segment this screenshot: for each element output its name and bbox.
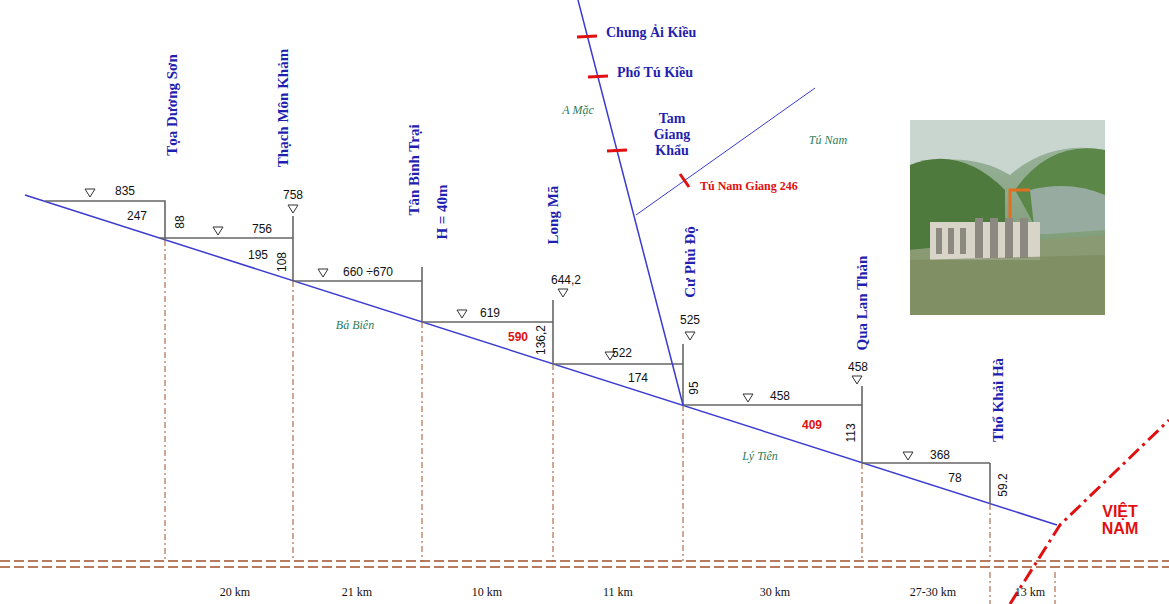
- tributary: [578, 0, 683, 405]
- water-level: 660 ÷670: [343, 265, 393, 279]
- water-level: 458: [770, 389, 790, 403]
- distance: 27-30 km: [910, 585, 956, 600]
- station-name: Long Mã: [545, 186, 562, 245]
- river-name: A Mặc: [560, 103, 596, 118]
- distance: 11 km: [603, 585, 633, 600]
- distance: 10 km: [472, 585, 502, 600]
- water-level: 756: [252, 222, 272, 236]
- tributary-station: Tam Giang Khẩu: [642, 111, 702, 159]
- distance: 30 km: [760, 585, 790, 600]
- river-name: Bả Biên: [336, 318, 374, 333]
- head-value: 59.2: [996, 473, 1010, 496]
- head-value: 113: [844, 423, 858, 442]
- border-line: [1010, 420, 1169, 604]
- reservoir-length: 247: [127, 209, 147, 223]
- head-value: 88: [173, 215, 187, 228]
- station-name: Cư Phủ Độ: [682, 226, 699, 298]
- distance: 21 km: [342, 585, 372, 600]
- country-name: VIỆT NAM: [1094, 504, 1146, 538]
- river-bed: [25, 195, 1057, 525]
- water-level: 619: [480, 306, 500, 320]
- tributary-station: Phổ Tú Kiều: [617, 65, 693, 81]
- distance: 20 km: [220, 585, 250, 600]
- dams: [45, 201, 990, 504]
- water-level: 835: [115, 184, 135, 198]
- reservoir-length: 590: [508, 330, 528, 344]
- water-level: 758: [283, 188, 303, 202]
- station-name: Thổ Khải Hà: [990, 358, 1007, 442]
- tributary-station: Tú Nam Giang 246: [700, 179, 798, 194]
- station-name: Tọa Dương Sơn: [164, 54, 181, 155]
- station-name: Thạch Môn Khảm: [275, 49, 292, 167]
- water-level: 522: [612, 346, 632, 360]
- water-level: 368: [930, 448, 950, 462]
- baseline: [0, 561, 1169, 567]
- water-level: 458: [848, 360, 868, 374]
- reservoir-length: 78: [948, 471, 961, 485]
- reservoir-length: 174: [628, 371, 648, 385]
- river-name: Lý Tiên: [742, 449, 778, 464]
- tributary-station: Chung Ải Kiều: [606, 25, 696, 41]
- dam-photo: [910, 120, 1105, 315]
- reservoir-length: 195: [248, 248, 268, 262]
- station-name: Tân Bình Trại: [406, 124, 423, 215]
- water-level: 644,2: [551, 273, 581, 287]
- water-level-marks: [85, 189, 913, 460]
- head-value: 108: [275, 252, 289, 272]
- head-value: 136,2: [534, 325, 548, 355]
- head-value: 95: [687, 381, 701, 394]
- river-name: Tú Nam: [808, 133, 848, 148]
- station-name: Qua Lan Thản: [854, 256, 871, 351]
- branch: [636, 88, 815, 215]
- water-level: 525: [680, 313, 700, 327]
- distance: 13 km: [1015, 585, 1045, 600]
- station-height: H = 40m: [434, 184, 451, 239]
- reservoir-length: 409: [802, 418, 822, 432]
